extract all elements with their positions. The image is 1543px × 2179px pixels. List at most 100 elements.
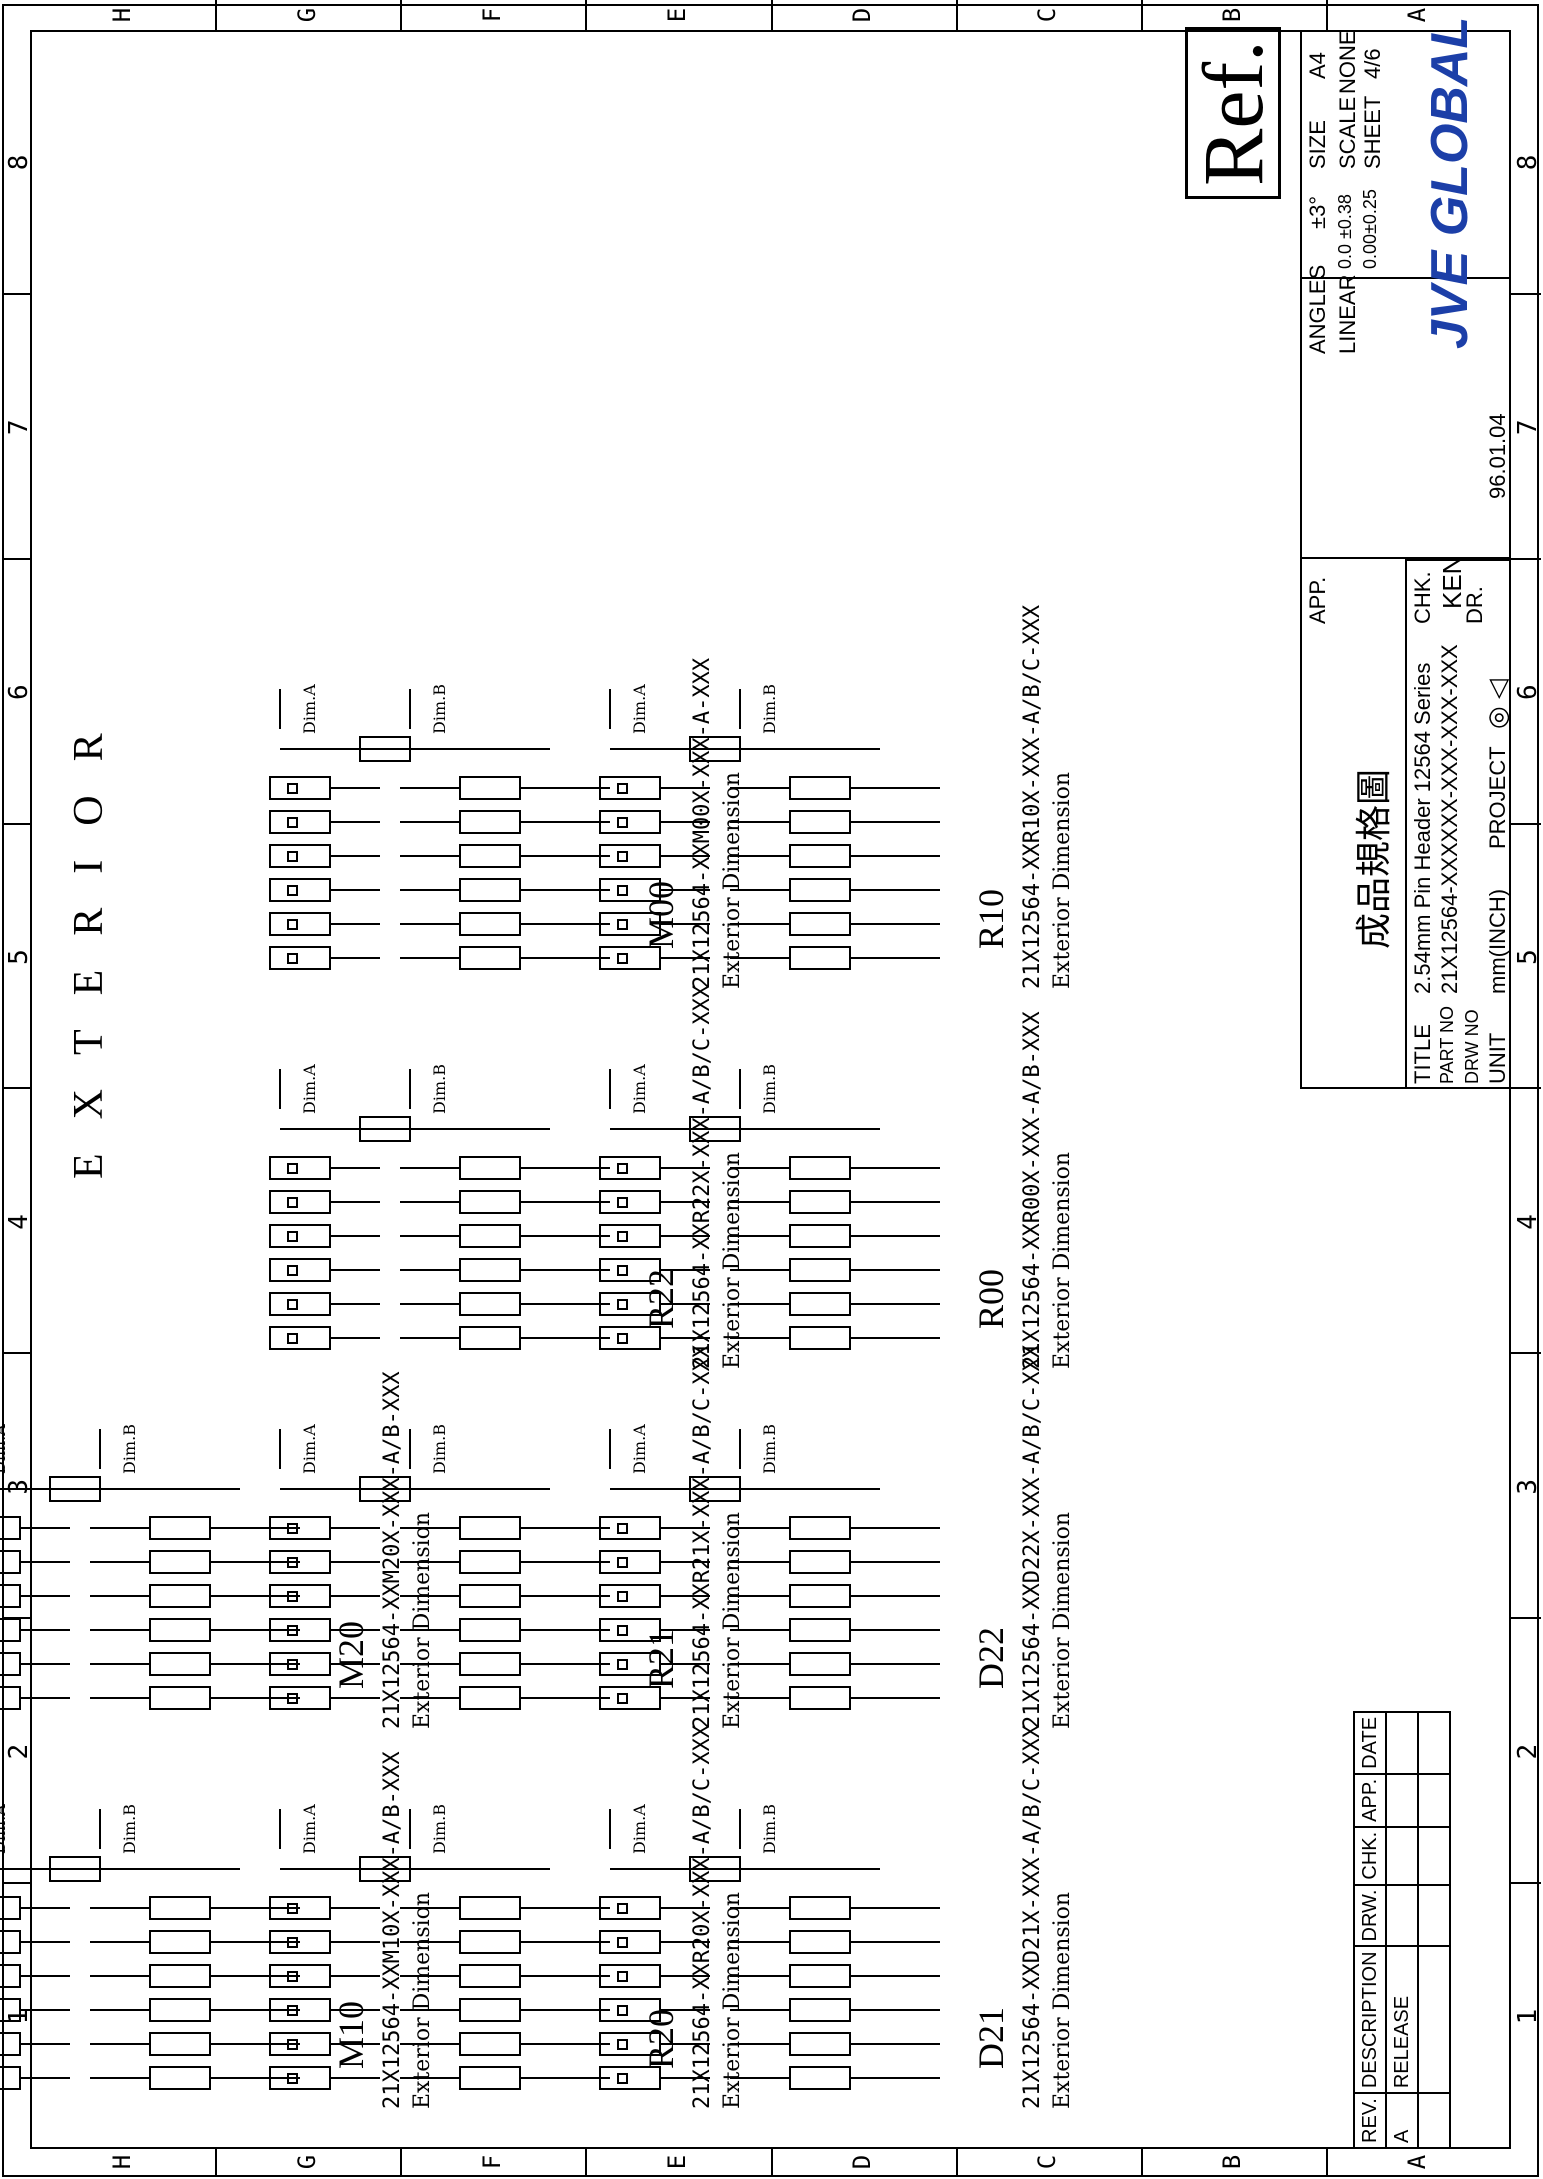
view-r22	[269, 1069, 610, 1350]
dim-a-label: Dim.A	[0, 1424, 9, 1474]
body-block	[789, 844, 851, 868]
part-number: 21X12564-XXR00X-XXX-A/B-XXX	[1020, 1011, 1045, 1369]
dim-b-label: Dim.B	[430, 684, 449, 734]
pin-square	[287, 1333, 298, 1344]
dimension-body	[49, 1856, 101, 1882]
dim-b-label: Dim.B	[430, 1424, 449, 1474]
housing-block	[269, 912, 331, 936]
body-block	[149, 1516, 211, 1540]
body-block	[789, 912, 851, 936]
body-block	[789, 1896, 851, 1920]
view-label: M20	[331, 1620, 371, 1689]
pin-square	[617, 885, 628, 896]
sheet-value: 4/6	[1360, 48, 1385, 79]
dim-a-label: Dim.A	[630, 684, 649, 734]
housing-block	[269, 776, 331, 800]
body-block	[459, 1326, 521, 1350]
body-block	[459, 1516, 521, 1540]
body-block	[459, 2032, 521, 2056]
projection-symbol: ◎ ◁	[1482, 679, 1512, 729]
linear-value-2: 0.00±0.25	[1360, 189, 1380, 269]
body-block	[149, 1618, 211, 1642]
body-block	[149, 2066, 211, 2090]
part-number: 21X12564-XXM10X-XXX-A/B-XXX	[380, 1751, 405, 2109]
angles-value: ±3°	[1305, 195, 1330, 229]
pin-square	[287, 851, 298, 862]
dimension-body	[359, 1116, 411, 1142]
body-block	[789, 776, 851, 800]
pin-square	[617, 1659, 628, 1670]
housing-block	[269, 1292, 331, 1316]
dimension-body	[689, 736, 741, 762]
housing-block	[0, 1652, 21, 1676]
body-block	[459, 946, 521, 970]
angles-label: ANGLES	[1305, 264, 1330, 354]
dimension-body	[359, 1476, 411, 1502]
pin-square	[617, 1903, 628, 1914]
pin-square	[617, 1265, 628, 1276]
pin-square	[617, 783, 628, 794]
body-block	[459, 1550, 521, 1574]
body-block	[459, 878, 521, 902]
view-label: D21	[971, 2007, 1011, 2069]
title-label: TITLE	[1410, 1024, 1435, 1084]
pin-square	[287, 1265, 298, 1276]
body-block	[459, 1618, 521, 1642]
unit-value: mm(INCH)	[1485, 888, 1510, 994]
body-block	[459, 810, 521, 834]
body-block	[459, 1652, 521, 1676]
housing-block	[269, 946, 331, 970]
dimension-body	[359, 1856, 411, 1882]
date-value: 96.01.04	[1485, 413, 1510, 499]
body-block	[459, 1998, 521, 2022]
linear-label: LINEAR	[1335, 274, 1360, 354]
housing-block	[269, 1224, 331, 1248]
view-label: M00	[641, 880, 681, 949]
view-label: D22	[971, 1627, 1011, 1689]
dim-b-label: Dim.B	[760, 684, 779, 734]
part-number: 21X12564-XXR20X-XXX-A/B/C-XXX	[690, 1724, 715, 2109]
view-caption: Exterior Dimension	[410, 1891, 435, 2109]
dim-b-label: Dim.B	[430, 1804, 449, 1854]
pin-square	[617, 1591, 628, 1602]
part-number: 21X12564-XXM00X-XXX-A-XXX	[690, 657, 715, 989]
dim-b-label: Dim.B	[120, 1424, 139, 1474]
body-block	[789, 1292, 851, 1316]
body-block	[789, 878, 851, 902]
pin-square	[617, 1523, 628, 1534]
body-block	[789, 1190, 851, 1214]
body-block	[789, 1326, 851, 1350]
view-caption: Exterior Dimension	[720, 1511, 745, 1729]
pin-square	[617, 1625, 628, 1636]
body-block	[459, 1584, 521, 1608]
sheet-label: SHEET	[1360, 95, 1385, 169]
part-number: 21X12564-XXR22X-XXX-A/B/C-XXX	[690, 984, 715, 1369]
view-caption: Exterior Dimension	[1050, 771, 1075, 989]
body-block	[459, 1930, 521, 1954]
pin-square	[287, 919, 298, 930]
part-number: 21X12564-XXD21X-XXX-A/B/C-XXX	[1020, 1724, 1045, 2109]
body-block	[459, 1686, 521, 1710]
body-block	[149, 1584, 211, 1608]
chk-label: CHK.	[1410, 571, 1435, 624]
dimension-body	[689, 1476, 741, 1502]
body-block	[149, 1652, 211, 1676]
body-block	[459, 844, 521, 868]
view-label: R10	[971, 888, 1011, 949]
pin-square	[287, 953, 298, 964]
pin-square	[617, 2005, 628, 2016]
dim-b-label: Dim.B	[760, 1064, 779, 1114]
body-block	[459, 912, 521, 936]
pin-square	[617, 2039, 628, 2050]
housing-block	[0, 1584, 21, 1608]
part-number: 21X12564-XXM20X-XXX-A/B-XXX	[380, 1371, 405, 1729]
housing-block	[269, 878, 331, 902]
body-block	[459, 2066, 521, 2090]
dim-b-label: Dim.B	[430, 1064, 449, 1114]
housing-block	[269, 1156, 331, 1180]
body-block	[789, 1584, 851, 1608]
body-block	[789, 1618, 851, 1642]
view-m20	[0, 1429, 300, 1710]
body-block	[459, 1156, 521, 1180]
body-block	[149, 2032, 211, 2056]
